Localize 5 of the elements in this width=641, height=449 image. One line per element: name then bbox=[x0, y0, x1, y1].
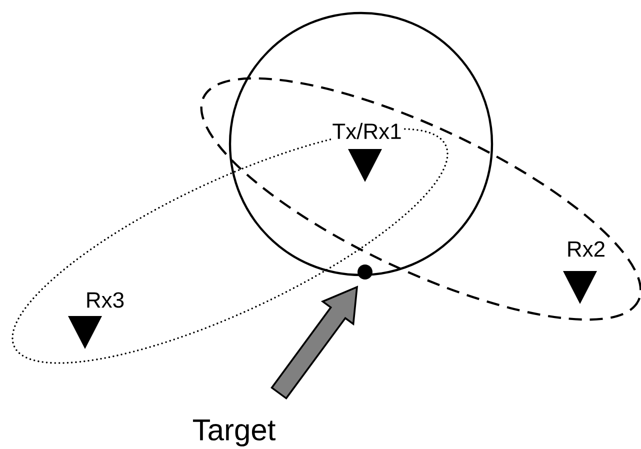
text-label: Rx3 bbox=[84, 291, 126, 309]
text-label: Target bbox=[191, 418, 277, 448]
text-label: Rx2 bbox=[565, 240, 607, 258]
text-label: Tx/Rx1 bbox=[331, 122, 403, 140]
target-dot bbox=[358, 264, 372, 280]
